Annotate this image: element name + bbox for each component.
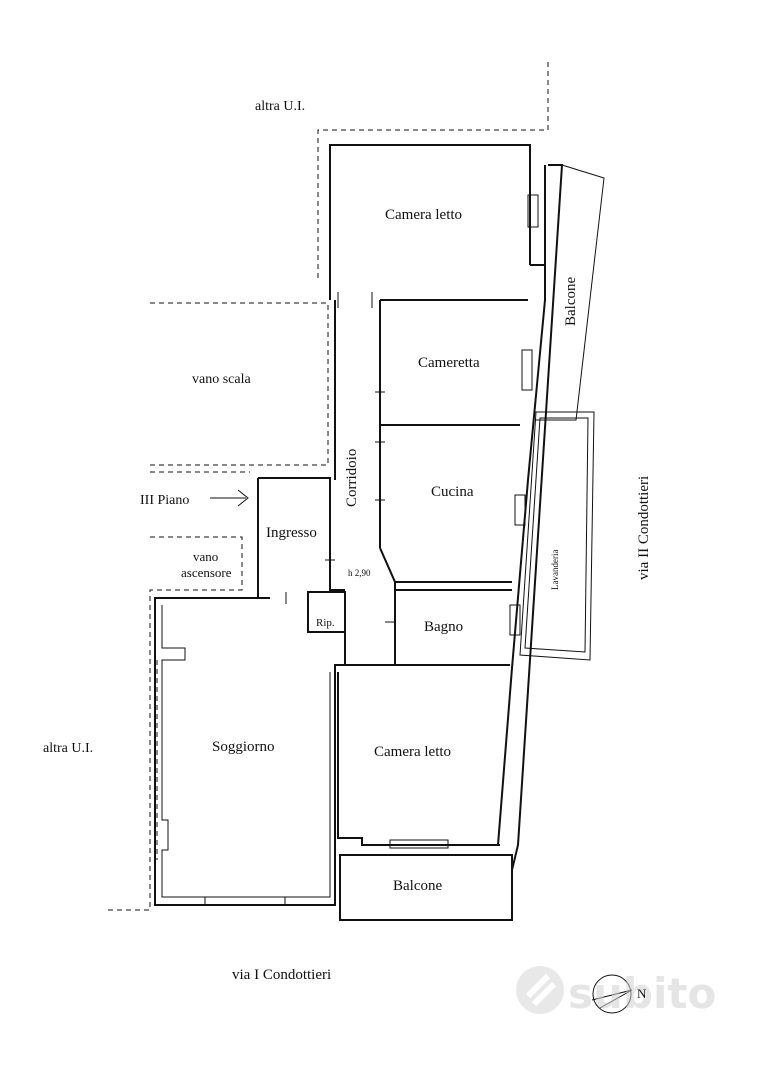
subito-watermark: subito xyxy=(516,966,716,1018)
watermark-text: subito xyxy=(568,969,716,1018)
label-via-i: via I Condottieri xyxy=(232,967,331,983)
label-north: N xyxy=(637,986,647,1001)
label-altra-ui-top: altra U.I. xyxy=(255,99,305,114)
label-bagno: Bagno xyxy=(424,619,463,635)
label-soggiorno: Soggiorno xyxy=(212,739,275,755)
walls xyxy=(154,144,605,921)
subito-logo-icon xyxy=(516,966,564,1014)
openings xyxy=(204,194,539,906)
label-rip: Rip. xyxy=(316,617,335,629)
label-camera-letto-top: Camera letto xyxy=(385,207,462,223)
label-ingresso: Ingresso xyxy=(266,525,317,541)
label-corridoio: Corridoio xyxy=(344,449,360,507)
label-altra-ui-left: altra U.I. xyxy=(43,741,93,756)
label-vano: vano xyxy=(193,549,218,564)
label-cucina: Cucina xyxy=(431,484,474,500)
compass-north-icon xyxy=(591,974,633,1014)
label-lavanderia: Lavanderia xyxy=(550,550,560,590)
label-via-ii: via II Condottieri xyxy=(636,476,652,580)
label-iii-piano: III Piano xyxy=(140,493,189,508)
label-balcone-bottom: Balcone xyxy=(393,878,442,894)
label-height: h 2,90 xyxy=(348,568,371,578)
label-balcone-right: Balcone xyxy=(563,277,579,326)
labels: altra U.I. altra U.I. Camera letto Camer… xyxy=(43,99,652,1001)
dashed-boundaries xyxy=(105,60,549,911)
entrance-arrow-icon xyxy=(210,489,249,507)
label-vano-scala: vano scala xyxy=(192,372,251,387)
label-ascensore: ascensore xyxy=(181,565,232,580)
label-camera-letto-bottom: Camera letto xyxy=(374,744,451,760)
label-cameretta: Cameretta xyxy=(418,355,480,371)
